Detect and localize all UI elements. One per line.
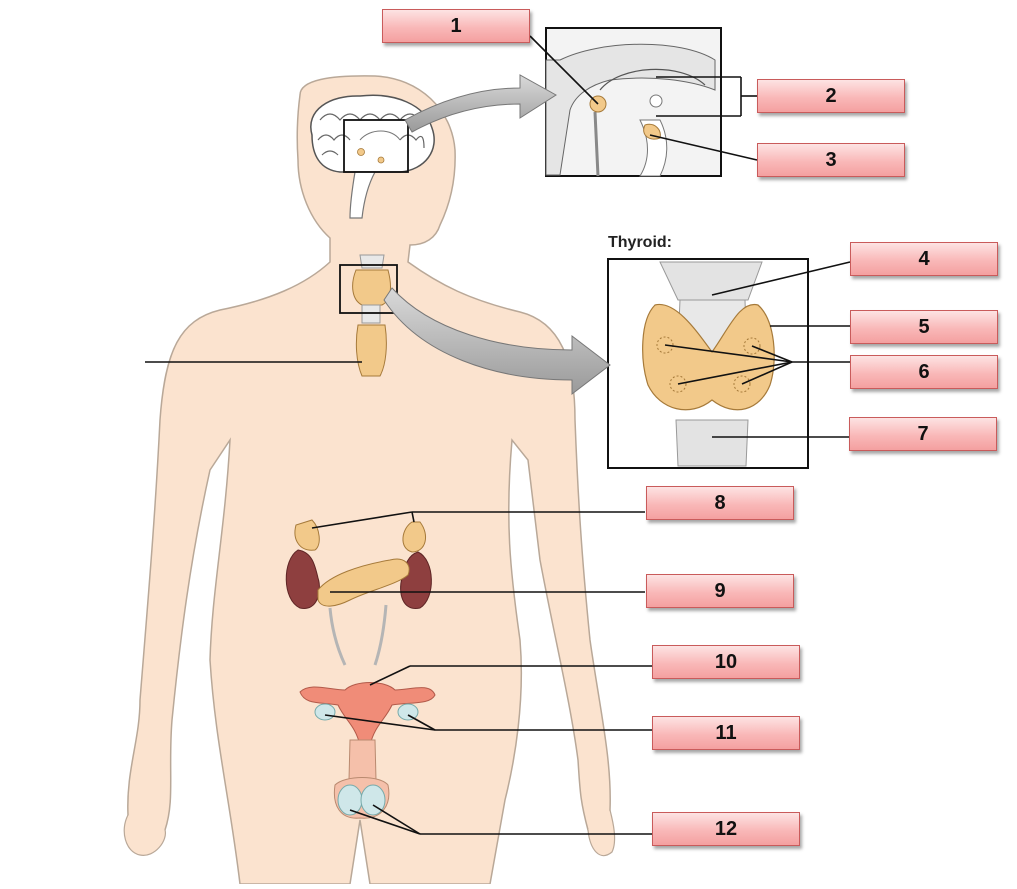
leader-lines <box>145 35 851 835</box>
arrow-brain-to-inset <box>404 74 557 133</box>
label-box-3[interactable]: 3 <box>757 143 905 177</box>
female-reproductive <box>299 682 436 746</box>
male-reproductive <box>333 739 390 819</box>
thyroid-inset <box>607 258 809 469</box>
label-box-12[interactable]: 12 <box>652 812 800 846</box>
thyroid-inset-title: Thyroid: <box>608 234 672 251</box>
label-box-7[interactable]: 7 <box>849 417 997 451</box>
label-box-8[interactable]: 8 <box>646 486 794 520</box>
label-box-10[interactable]: 10 <box>652 645 800 679</box>
brain-inset <box>545 27 722 177</box>
label-box-2[interactable]: 2 <box>757 79 905 113</box>
label-box-5[interactable]: 5 <box>850 310 998 344</box>
label-box-1[interactable]: 1 <box>382 9 530 43</box>
abdominal-organs <box>285 519 432 666</box>
label-box-4[interactable]: 4 <box>850 242 998 276</box>
label-box-11[interactable]: 11 <box>652 716 800 750</box>
brain-illustration <box>310 94 435 219</box>
body-silhouette <box>123 75 616 885</box>
arrow-thyroid-to-inset <box>383 287 611 396</box>
label-box-6[interactable]: 6 <box>850 355 998 389</box>
label-box-9[interactable]: 9 <box>646 574 794 608</box>
neck-thyroid-illustration <box>339 254 398 377</box>
